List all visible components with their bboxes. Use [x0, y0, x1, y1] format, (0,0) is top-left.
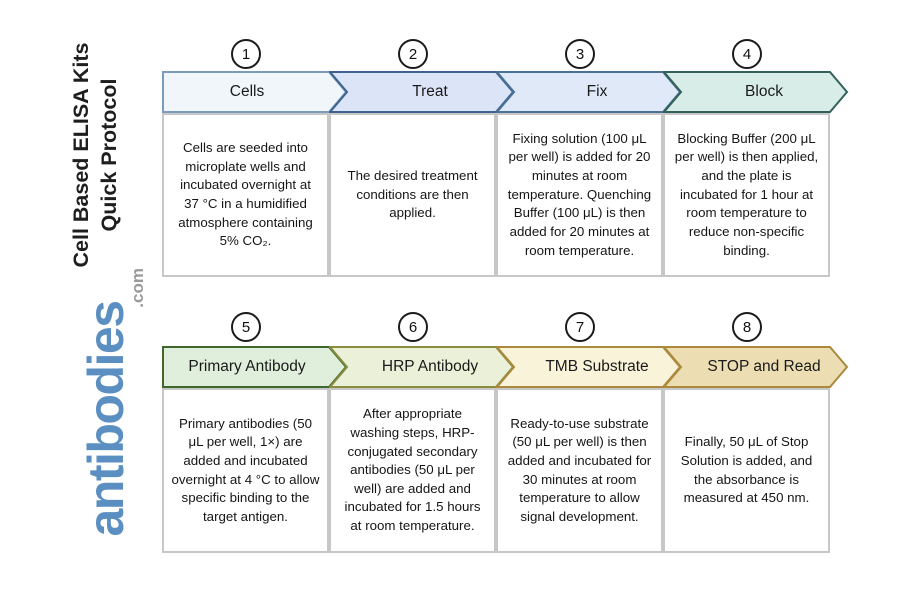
step-description-box-5: Primary antibodies (50 μL per well, 1×) …: [162, 388, 329, 553]
step-number: 3: [575, 45, 585, 63]
step-description: Primary antibodies (50 μL per well, 1×) …: [171, 415, 320, 524]
arrow-label: Block: [745, 83, 783, 100]
arrow-label: Fix: [586, 83, 608, 100]
page-title-line1: Cell Based ELISA Kits: [69, 42, 93, 268]
arrow-step-fix: Fix: [496, 71, 682, 113]
arrow-step-tmb-substrate: TMB Substrate: [496, 346, 682, 388]
arrow-step-cells: Cells: [162, 71, 348, 113]
arrow-label: Primary Antibody: [188, 358, 306, 375]
step-number: 2: [408, 45, 418, 63]
step-number-badge-2: 2: [398, 39, 428, 69]
step-description: Fixing solution (100 μL per well) is add…: [507, 130, 652, 258]
step-description-box-7: Ready-to-use substrate (50 μL per well) …: [496, 388, 663, 553]
step-description-box-3: Fixing solution (100 μL per well) is add…: [496, 113, 663, 277]
step-number-badge-1: 1: [231, 39, 261, 69]
step-description: The desired treatment conditions are the…: [347, 168, 478, 221]
step-description: Cells are seeded into microplate wells a…: [178, 140, 313, 249]
page-title-line2: Quick Protocol: [96, 78, 121, 232]
step-number-badge-6: 6: [398, 312, 428, 342]
step-description-box-4: Blocking Buffer (200 μL per well) is the…: [663, 113, 830, 277]
page-title: Cell Based ELISA Kits Quick Protocol: [68, 5, 128, 305]
step-description-box-8: Finally, 50 μL of Stop Solution is added…: [663, 388, 830, 553]
step-description-box-6: After appropriate washing steps, HRP-con…: [329, 388, 496, 553]
logo-domain-suffix: .com: [128, 268, 147, 308]
step-description: Blocking Buffer (200 μL per well) is the…: [674, 130, 819, 258]
arrow-label: HRP Antibody: [381, 358, 479, 375]
step-number-badge-8: 8: [732, 312, 762, 342]
step-number: 5: [241, 318, 251, 336]
arrow-step-treat: Treat: [329, 71, 515, 113]
step-number-badge-7: 7: [565, 312, 595, 342]
step-description-box-2: The desired treatment conditions are the…: [329, 113, 496, 277]
step-number-badge-4: 4: [732, 39, 762, 69]
arrow-label: Cells: [229, 83, 265, 100]
step-number: 1: [241, 45, 251, 63]
arrow-step-hrp-antibody: HRP Antibody: [329, 346, 515, 388]
step-number: 8: [742, 318, 752, 336]
step-number: 4: [742, 45, 752, 63]
step-number: 7: [575, 318, 585, 336]
step-number-badge-3: 3: [565, 39, 595, 69]
arrow-step-primary-antibody: Primary Antibody: [162, 346, 348, 388]
arrow-shape: [663, 71, 849, 113]
arrow-label: Treat: [412, 83, 448, 100]
step-description-box-1: Cells are seeded into microplate wells a…: [162, 113, 329, 277]
step-number: 6: [408, 318, 418, 336]
step-description: Ready-to-use substrate (50 μL per well) …: [507, 415, 652, 524]
arrow-shape: [663, 346, 849, 388]
arrow-label: TMB Substrate: [545, 358, 649, 375]
arrow-step-block: Block: [663, 71, 849, 113]
arrow-step-stop-and-read: STOP and Read: [663, 346, 849, 388]
antibodies-logo: antibodies .com: [76, 268, 147, 564]
step-number-badge-5: 5: [231, 312, 261, 342]
step-description: Finally, 50 μL of Stop Solution is added…: [680, 434, 813, 506]
arrow-label: STOP and Read: [707, 358, 821, 375]
logo-wordmark: antibodies: [78, 301, 134, 537]
step-description: After appropriate washing steps, HRP-con…: [344, 406, 481, 534]
